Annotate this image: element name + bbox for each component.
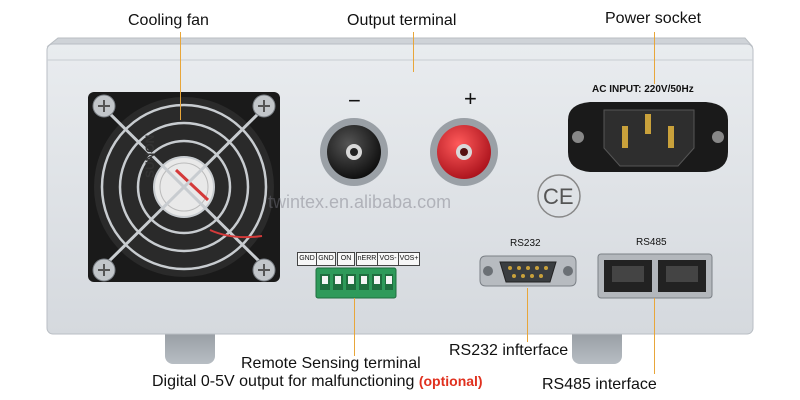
cooling-fan-label: Cooling fan [128,12,209,29]
rs485-connector [597,253,713,299]
cooling-fan [88,92,280,282]
negative-terminal [320,118,388,186]
leader-cooling-fan [180,32,181,120]
rs232-interface-label: RS232 infterface [449,342,569,359]
positive-terminal [430,118,498,186]
pin-label-nerr: nERR [356,252,378,266]
watermark: twintex.en.alibaba.com [268,192,452,212]
leader-rs485 [654,298,655,374]
rs232-connector [479,255,577,287]
leader-power-socket [654,32,655,84]
rs232-panel-label: RS232 [510,238,541,249]
leader-output-terminal [413,32,414,72]
pin-label-vos-plus: VOS+ [398,252,420,266]
ac-input-label: AC INPUT: 220V/50Hz [592,84,694,95]
ce-mark: CE [543,184,574,209]
rs485-interface-label: RS485 interface [542,376,657,393]
leader-remote-sensing [354,298,355,356]
green-terminal-block [315,267,397,299]
ac-power-socket [568,102,728,172]
pin-label-gnd-2: GND [316,252,336,266]
pin-label-gnd-1: GND [297,252,317,266]
pin-label-vos-minus: VOS- [377,252,399,266]
optional-tag: (optional) [418,373,483,389]
output-terminal-label: Output terminal [347,12,457,29]
digital-output-label: Digital 0-5V output for malfunctioning [152,373,415,390]
leader-rs232 [527,288,528,342]
rs485-panel-label: RS485 [636,237,667,248]
digital-output-line: Digital 0-5V output for malfunctioning (… [152,373,483,391]
plus-sign: + [464,86,477,111]
power-socket-label: Power socket [605,10,702,27]
ce-mark-badge [537,174,581,218]
remote-sensing-label: Remote Sensing terminal [241,355,421,372]
fan-brand-label: SUNON [143,134,157,178]
pin-label-on: ON [337,252,355,266]
minus-sign: − [348,88,361,113]
